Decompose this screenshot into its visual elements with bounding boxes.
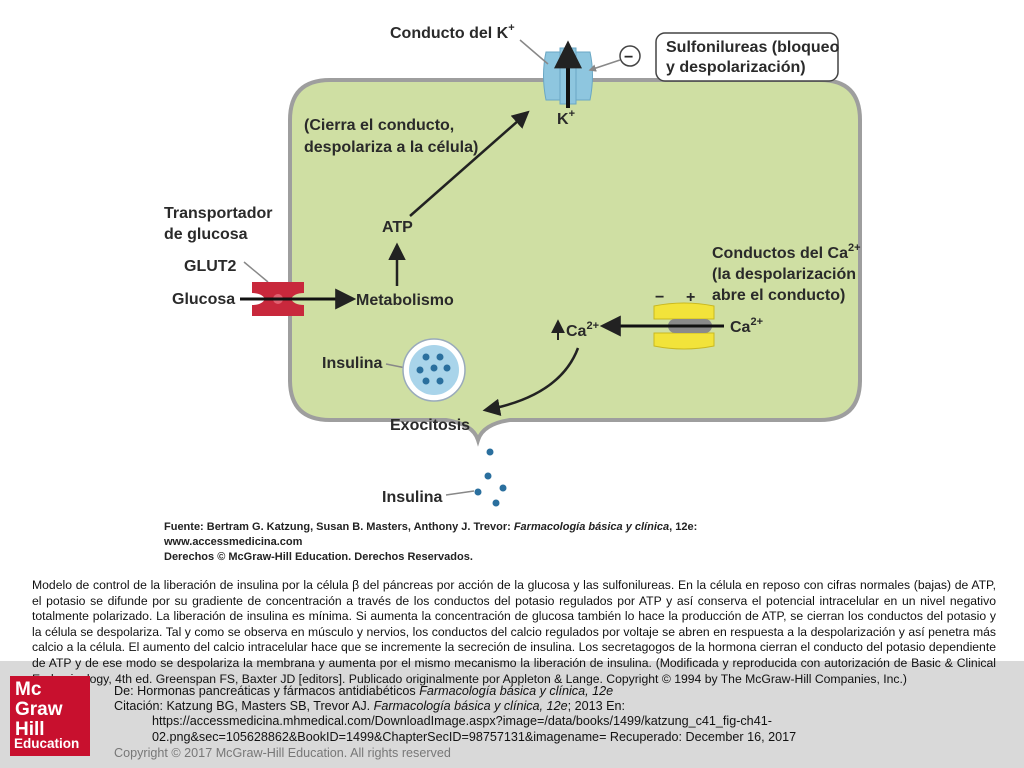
source-line-2: www.accessmedicina.com [163,536,303,548]
figure-caption: Modelo de control de la liberación de in… [32,578,996,686]
ca-channel-label-3: abre el conducto) [712,287,845,304]
insulin-out-label: Insulina [382,489,443,506]
ca-to-exocytosis-arrow [482,347,580,416]
sulfonylureas-box [655,32,839,82]
source-line-3: Derechos © McGraw-Hill Education. Derech… [164,551,473,563]
ca-channel-label-1: Conductos del Ca2+ [712,242,861,262]
copyright-notice: Copyright © 2017 McGraw-Hill Education. … [114,746,451,760]
close-note-2: despolariza a la célula) [304,139,478,156]
ca-in-label: Ca2+ [566,320,599,340]
minus-sign: − [624,49,633,66]
k-channel-icon [543,40,593,108]
sulfonylurea-arrow [588,59,621,72]
atp-label: ATP [382,219,413,236]
secreted-insulin-icon [474,448,507,507]
footer-band [0,661,1024,768]
transporter-label-2: de glucosa [164,226,248,243]
insulin-granule-icon [402,338,466,402]
transporter-label-1: Transportador [164,205,272,222]
sulfonylureas-label-1: Sulfonilureas (bloqueo [666,39,840,56]
k-channel-label: Conducto del K+ [390,22,515,42]
close-note-1: (Cierra el conducto, [304,117,454,134]
glucose-label: Glucosa [172,291,235,308]
ca-minus-sign: − [655,289,664,306]
metabolism-label: Metabolismo [356,292,454,309]
atp-to-k-arrow [409,110,530,217]
citation-line: Citación: Katzung BG, Masters SB, Trevor… [114,699,625,713]
ca-channel-label-2: (la despolarización [712,266,856,283]
glut2-label: GLUT2 [184,258,237,275]
ca-plus-sign: + [686,289,695,306]
insulin-out-pointer [445,490,475,496]
download-url[interactable]: https://accessmedicina.mhmedical.com/Dow… [152,714,797,744]
exocytosis-label: Exocitosis [390,417,470,434]
k-channel-pointer [519,39,549,65]
source-line-1: Fuente: Bertram G. Katzung, Susan B. Mas… [164,521,697,533]
insulin-in-label: Insulina [322,355,383,372]
from-line: De: Hormonas pancreáticas y fármacos ant… [114,684,614,698]
k-out-label: K+ [557,108,575,128]
glut2-pointer [243,261,269,283]
minus-circle-icon [619,45,641,67]
ca-out-label: Ca2+ [730,316,763,336]
insulin-release-diagram: Conducto del K+ K+ − Sulfonilureas (bloq… [163,22,862,563]
sulfonylureas-label-2: y despolarización) [666,59,806,76]
